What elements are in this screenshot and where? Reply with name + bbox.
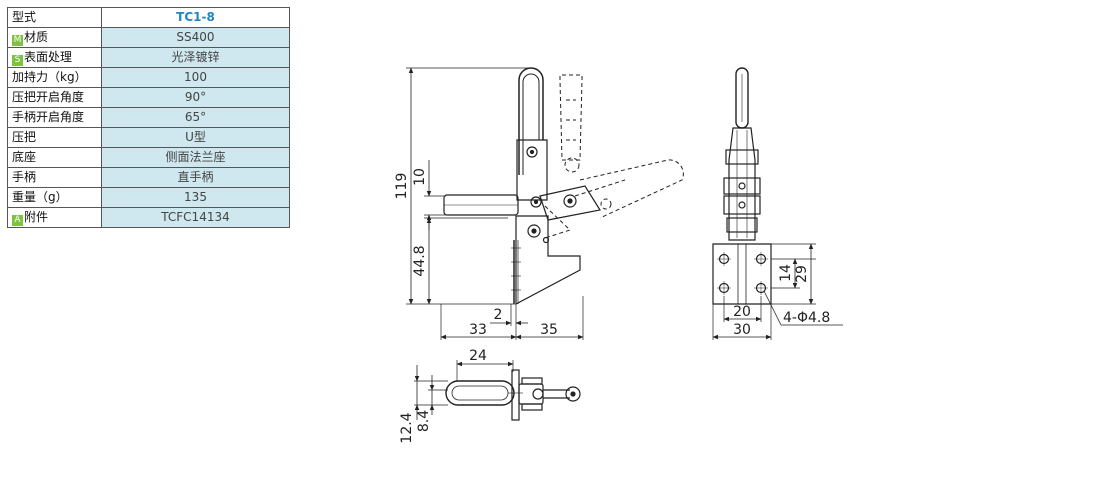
spec-row: 重量（g） 135 [7, 187, 290, 208]
surface-badge-icon: S [12, 55, 23, 66]
spec-value: TCFC14134 [101, 207, 290, 228]
dim-hole-spacing-x: 20 [733, 304, 751, 320]
dim-base-width: 30 [733, 322, 751, 338]
spec-value: 65° [101, 107, 290, 128]
spec-value: 直手柄 [101, 167, 290, 188]
accessory-badge-icon: A [12, 215, 23, 226]
spec-key: 加持力（kg） [7, 67, 102, 88]
spec-key: 底座 [7, 147, 102, 168]
dim-gap: 2 [494, 307, 503, 323]
spec-key: 材质 [24, 30, 49, 44]
spec-key: 重量（g） [7, 187, 102, 208]
spec-key: 手柄 [7, 167, 102, 188]
spec-row: 压把开启角度 90° [7, 87, 290, 108]
spec-key: 型式 [7, 7, 102, 28]
dim-holes-label: 4-Φ4.8 [783, 310, 830, 326]
spec-value: 光泽镀锌 [101, 47, 290, 68]
spec-key: 表面处理 [24, 50, 73, 64]
side-view [712, 67, 843, 340]
dim-hole-spacing-y2: 29 [794, 265, 810, 283]
spec-value: 90° [101, 87, 290, 108]
material-badge-icon: M [12, 35, 23, 46]
spec-row: 加持力（kg） 100 [7, 67, 290, 88]
dim-handle-length: 24 [469, 348, 487, 364]
dim-thickness: 8.4 [416, 410, 432, 432]
spec-key: 压把开启角度 [7, 87, 102, 108]
dim-hole-spacing-y1: 14 [778, 264, 794, 282]
spec-row: 底座 侧面法兰座 [7, 147, 290, 168]
spec-value: 135 [101, 187, 290, 208]
spec-key: 手柄开启角度 [7, 107, 102, 128]
spec-value: 100 [101, 67, 290, 88]
spec-row: 压把 U型 [7, 127, 290, 148]
spec-value: 侧面法兰座 [101, 147, 290, 168]
spec-row-model: 型式 TC1-8 [7, 7, 290, 28]
dim-thickness-total: 12.4 [399, 412, 415, 443]
top-view [414, 360, 581, 421]
spec-key: 附件 [24, 210, 49, 224]
spec-value: SS400 [101, 27, 290, 48]
dim-right-width: 35 [540, 322, 558, 338]
spec-model-value: TC1-8 [101, 7, 290, 28]
spec-row: 手柄 直手柄 [7, 167, 290, 188]
spec-value: U型 [101, 127, 290, 148]
dim-base-height: 44.8 [412, 245, 428, 276]
dim-handle-offset: 10 [412, 168, 428, 186]
front-view [406, 67, 684, 340]
spec-key: 压把 [7, 127, 102, 148]
dim-height-total: 119 [394, 173, 410, 200]
spec-row: 手柄开启角度 65° [7, 107, 290, 128]
dim-left-width: 33 [469, 322, 487, 338]
